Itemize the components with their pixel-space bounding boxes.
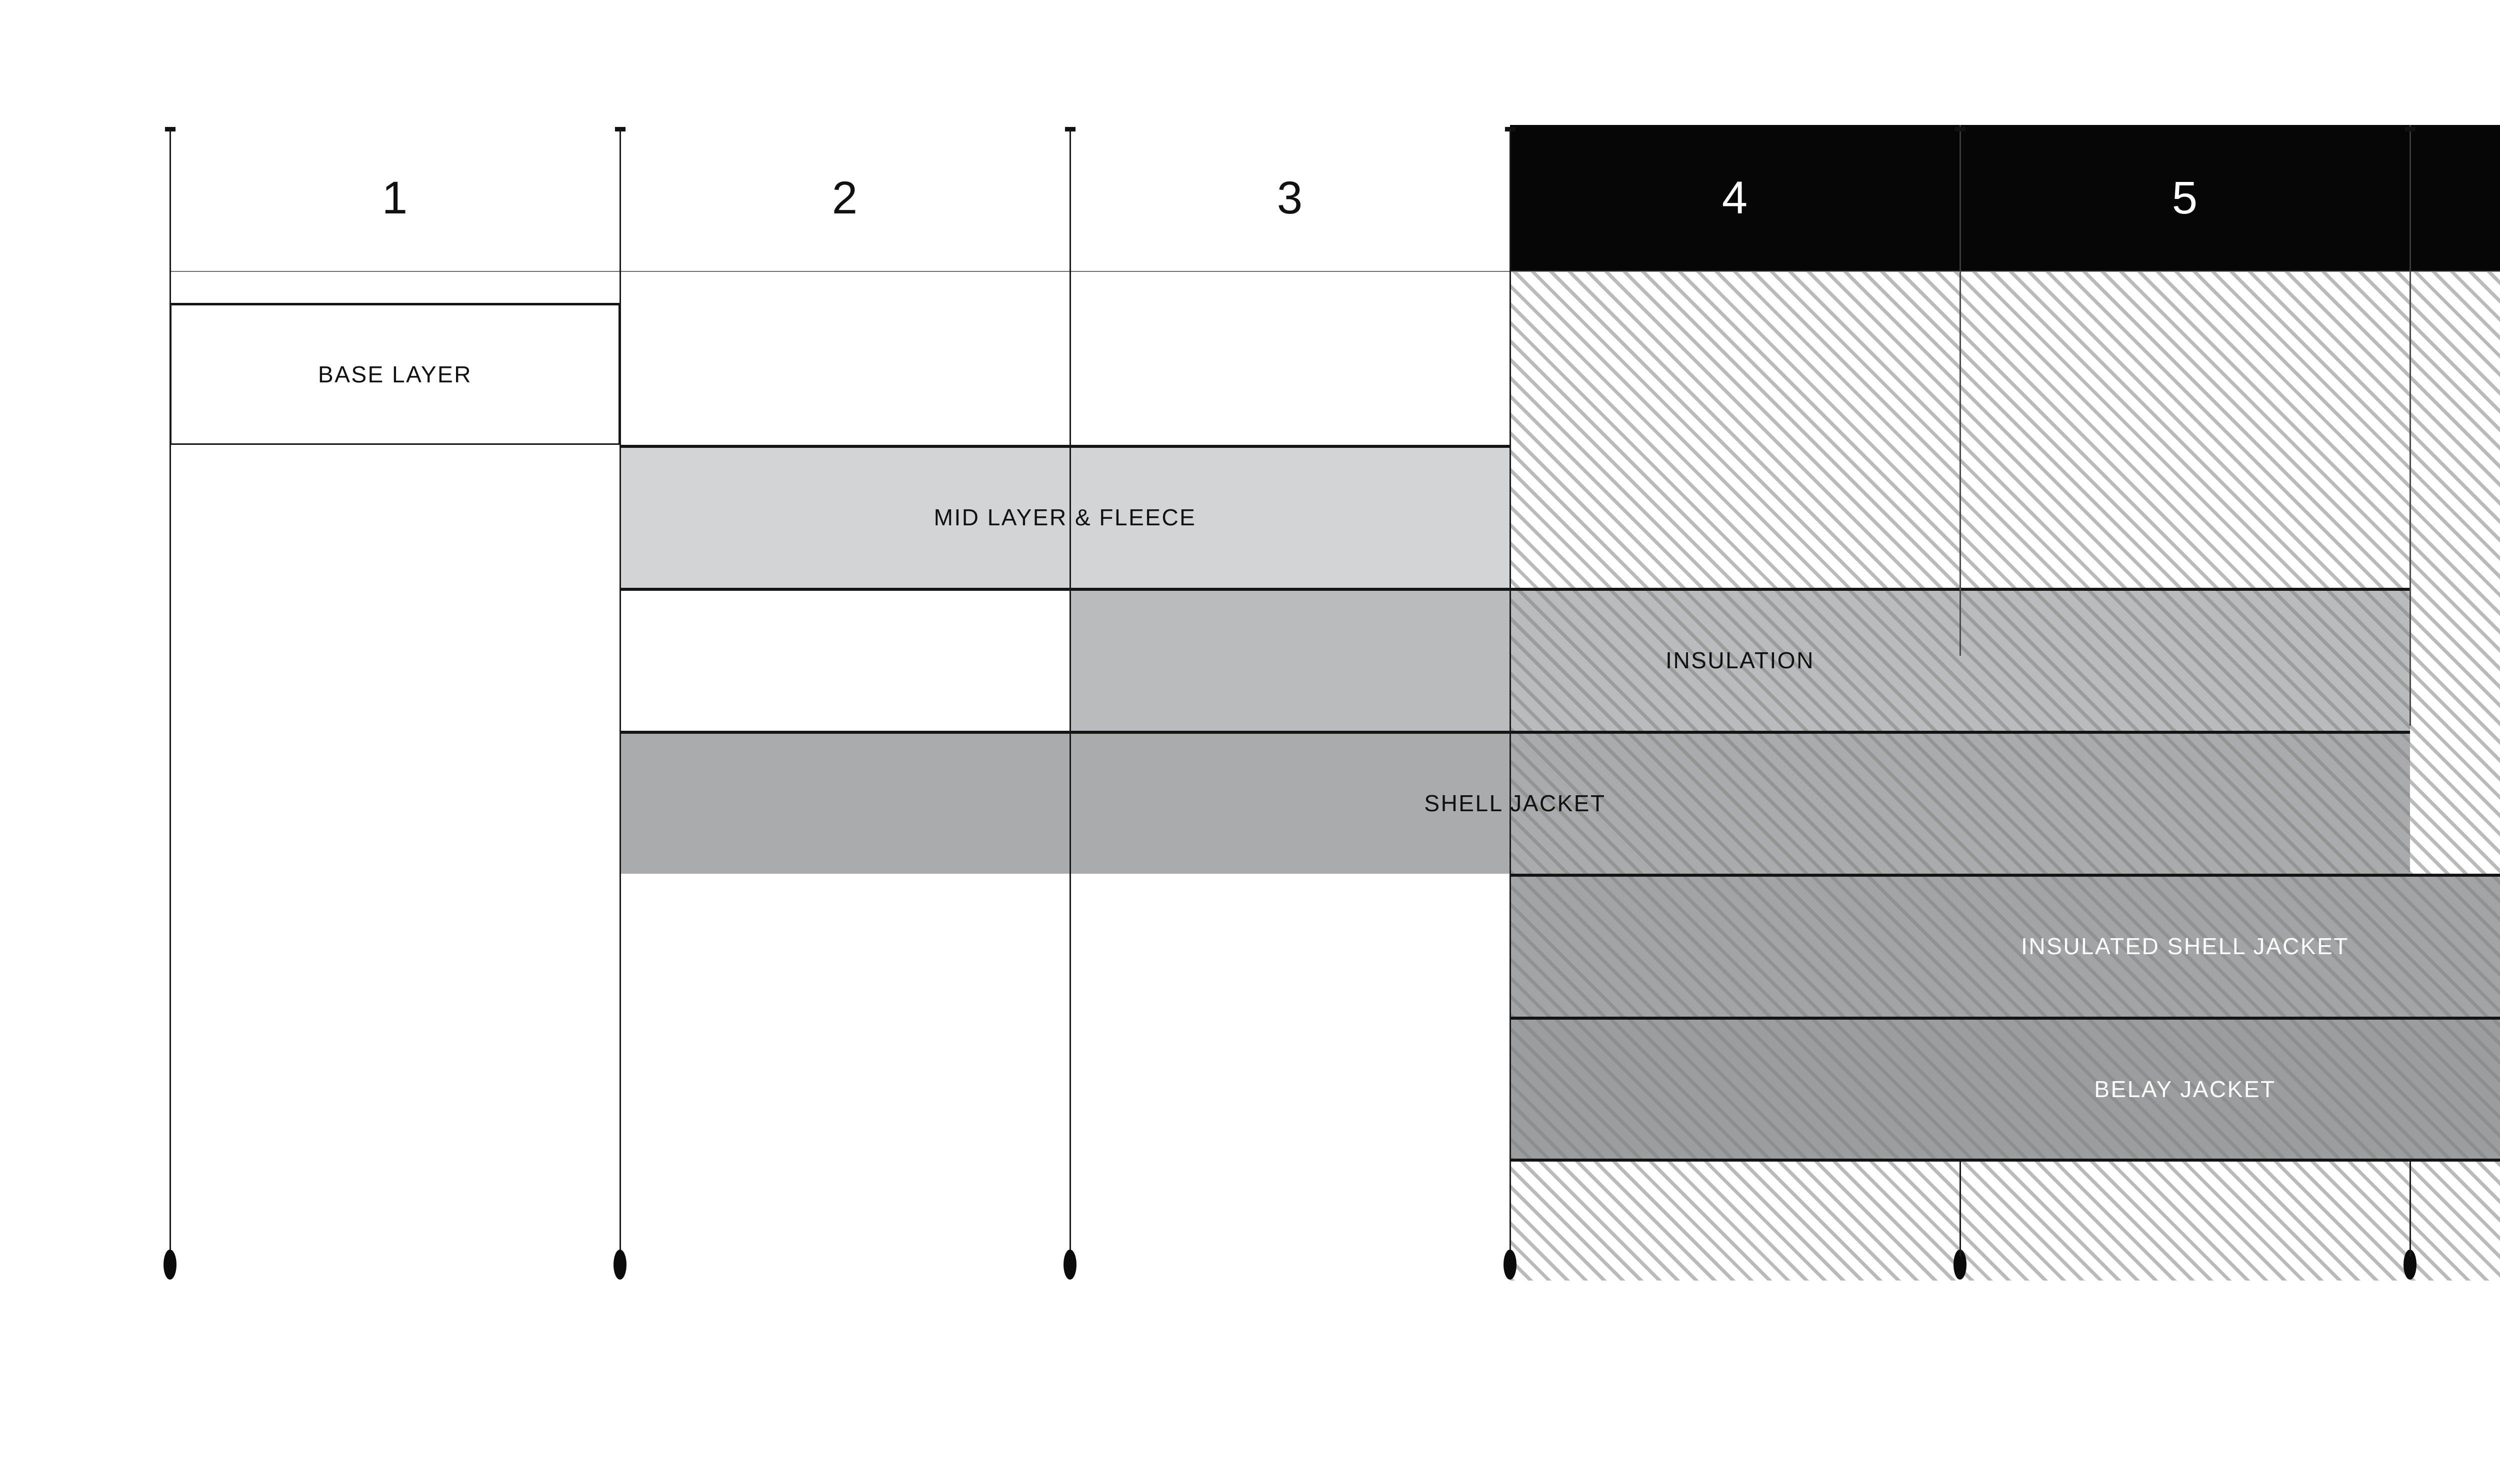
axis-cap-5 [1955, 127, 1966, 131]
rule-mid-layer-top [620, 445, 1510, 448]
rule-insulation-top [620, 588, 2410, 591]
axis-dot-1 [164, 1250, 176, 1280]
bar-label-mid-layer-fleece: MID LAYER & FLEECE [934, 504, 1196, 530]
bar-shell-jacket[interactable]: SHELL JACKET [620, 733, 2410, 874]
axis-line-2 [620, 129, 621, 1255]
axis-line-3 [1070, 129, 1071, 1255]
rule-belay-jacket-bottom [1510, 1159, 2500, 1162]
gridline-segment-col4 [1960, 271, 1961, 656]
bar-belay-jacket[interactable]: BELAY JACKET [1510, 1019, 2500, 1160]
column-header-1: 1 [382, 172, 408, 223]
bar-insulation[interactable]: INSULATION [1070, 590, 2410, 731]
axis-cap-6 [2405, 127, 2416, 131]
axis-dot-4 [1504, 1250, 1516, 1280]
rule-header-bottom [170, 271, 2500, 272]
bar-mid-layer-fleece[interactable]: MID LAYER & FLEECE [620, 447, 1510, 588]
column-header-3: 3 [1276, 172, 1304, 223]
rule-shell-jacket-top [620, 731, 2410, 734]
bar-label-insulated-shell-jacket: INSULATED SHELL JACKET [2021, 933, 2349, 959]
axis-line-4 [1510, 129, 1511, 1255]
axis-dot-2 [614, 1250, 626, 1280]
header-divider-4-5 [1960, 125, 1961, 271]
bar-base-layer[interactable]: BASE LAYER [170, 304, 620, 445]
gridline-segment-col5 [2410, 271, 2411, 726]
axis-dot-3 [1064, 1250, 1076, 1280]
column-header-2: 2 [832, 172, 858, 223]
rule-insulated-shell-top [1510, 874, 2500, 877]
header-divider-5-6 [2410, 125, 2411, 271]
bar-label-insulation: INSULATION [1666, 647, 1814, 673]
axis-line-1 [170, 129, 171, 1255]
axis-line-5-lower [1960, 1162, 1961, 1257]
bar-label-shell-jacket: SHELL JACKET [1424, 790, 1606, 816]
column-header-6: 6 [2410, 125, 2500, 271]
axis-line-6-lower [2410, 1162, 2411, 1257]
bar-insulated-shell-jacket[interactable]: INSULATED SHELL JACKET [1510, 876, 2500, 1017]
bar-label-base-layer: BASE LAYER [318, 361, 472, 387]
bar-label-belay-jacket: BELAY JACKET [2094, 1076, 2276, 1102]
column-header-5: 5 [1960, 125, 2410, 271]
rule-belay-jacket-top [1510, 1017, 2500, 1020]
column-header-4: 4 [1510, 125, 1960, 271]
